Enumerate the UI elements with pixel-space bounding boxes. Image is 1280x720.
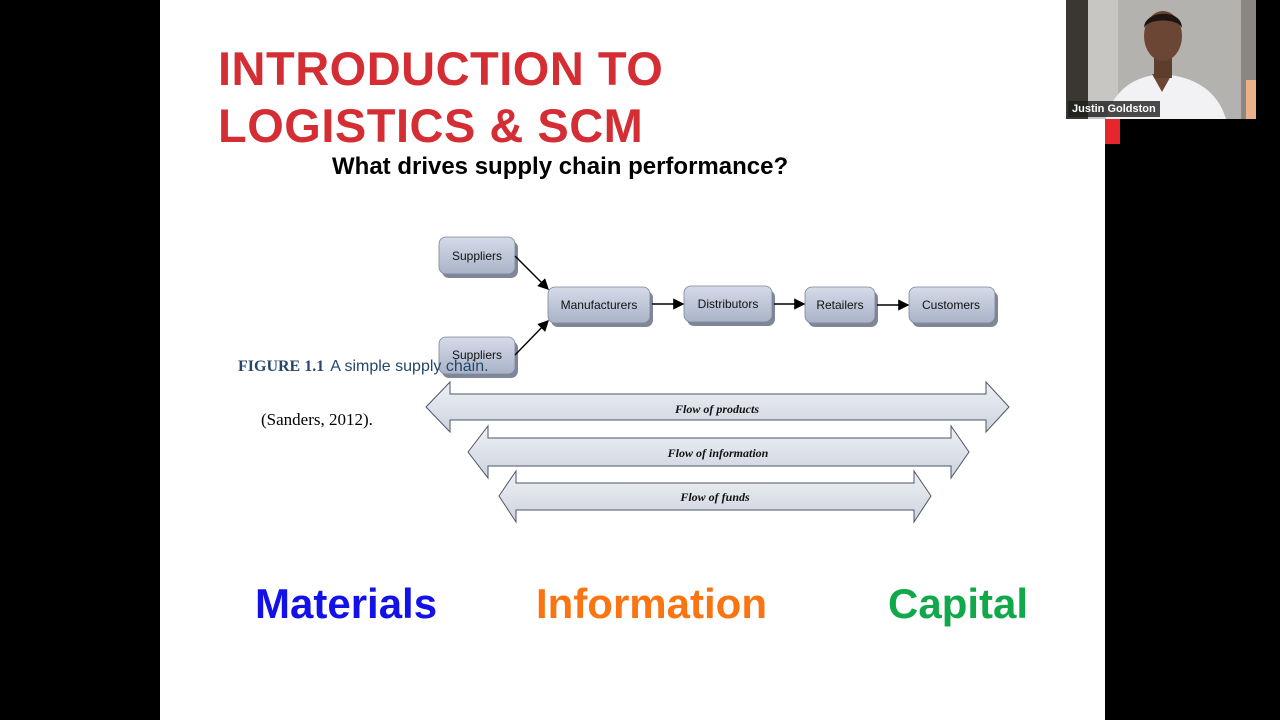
flow-information-arrow: Flow of information (467, 424, 970, 480)
node-distributors-label: Distributors (698, 297, 759, 311)
node-manufacturers-label: Manufacturers (561, 298, 638, 312)
flow-products-arrow: Flow of products (425, 380, 1010, 434)
supply-chain-diagram: Suppliers Suppliers Manufacturers Distri… (425, 236, 1010, 524)
video-tile-indicator (1105, 119, 1120, 144)
participant-name-label: Justin Goldston (1068, 101, 1160, 117)
node-suppliers-top-label: Suppliers (452, 249, 502, 263)
keyword-capital: Capital (888, 580, 1029, 627)
node-customers: Customers (908, 286, 998, 327)
participant-video-tile[interactable]: Justin Goldston (1066, 0, 1256, 119)
flow-information-label: Flow of information (667, 446, 769, 460)
slide-title: INTRODUCTION TO LOGISTICS & SCM (218, 40, 663, 154)
flow-products-label: Flow of products (674, 402, 759, 416)
flow-funds-label: Flow of funds (679, 490, 750, 504)
node-distributors: Distributors (683, 285, 775, 326)
node-suppliers-top: Suppliers (438, 236, 518, 278)
node-suppliers-bottom: Suppliers (438, 336, 518, 378)
keyword-materials: Materials (255, 580, 438, 627)
participant-head (1144, 11, 1182, 61)
arrow-suppliers-bottom-to-manufacturers (514, 319, 549, 356)
citation: (Sanders, 2012). (261, 410, 373, 429)
flow-funds-arrow: Flow of funds (498, 469, 932, 524)
node-manufacturers: Manufacturers (547, 286, 653, 327)
slide-subtitle: What drives supply chain performance? (332, 153, 789, 180)
figure-label: FIGURE 1.1 (238, 358, 325, 375)
node-customers-label: Customers (922, 298, 980, 312)
node-retailers-label: Retailers (816, 298, 863, 312)
figure-caption: FIGURE 1.1 A simple supply chain. (238, 356, 500, 378)
arrow-suppliers-top-to-manufacturers (514, 255, 549, 290)
node-retailers: Retailers (804, 286, 878, 327)
figure-caption-text: A simple supply chain. (330, 358, 489, 375)
slide-title-line-2: LOGISTICS & SCM (218, 99, 644, 152)
participant-video-feed (1066, 0, 1256, 119)
presentation-slide: INTRODUCTION TO LOGISTICS & SCM What dri… (160, 0, 1105, 720)
node-suppliers-bottom-label: Suppliers (452, 348, 502, 362)
slide-title-line-1: INTRODUCTION TO (218, 42, 664, 95)
keyword-information: Information (536, 580, 767, 627)
